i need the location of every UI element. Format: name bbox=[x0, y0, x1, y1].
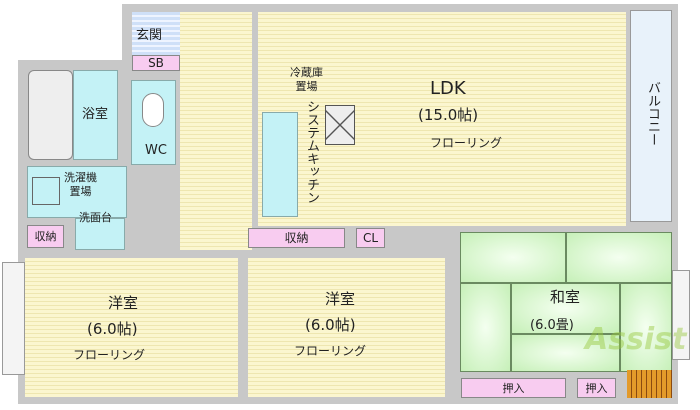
japanese-size: (6.0畳) bbox=[530, 318, 574, 333]
genkan-label: 玄関 bbox=[136, 28, 163, 43]
ldk-floor: フローリング bbox=[430, 136, 503, 150]
ldk-size: (15.0帖) bbox=[418, 106, 479, 124]
ldk bbox=[258, 12, 626, 226]
shoe-box: SB bbox=[132, 55, 180, 71]
bathroom: 浴室 bbox=[73, 70, 118, 160]
western-mid-size: (6.0帖) bbox=[305, 316, 356, 334]
kitchen-label: システムキッチン bbox=[304, 100, 319, 204]
western-left-floor: フローリング bbox=[73, 348, 146, 362]
ventilation-icon bbox=[325, 105, 355, 145]
washstand: 洗面台 bbox=[75, 211, 125, 250]
tatami bbox=[620, 283, 672, 372]
tatami bbox=[460, 232, 566, 283]
genkan: 玄関 bbox=[132, 12, 180, 55]
bathtub bbox=[28, 70, 73, 160]
closet: CL bbox=[356, 228, 385, 248]
bath-label: 浴室 bbox=[82, 107, 109, 122]
wc-label: WC bbox=[145, 143, 167, 158]
window-right bbox=[672, 270, 690, 360]
window-left bbox=[2, 262, 25, 375]
western-room-left bbox=[25, 258, 238, 397]
washer-icon bbox=[32, 177, 60, 205]
western-room-mid bbox=[248, 258, 445, 397]
washstand-label: 洗面台 bbox=[79, 211, 112, 224]
balcony: バルコニー bbox=[630, 10, 672, 222]
storage-mid: 収納 bbox=[248, 228, 345, 248]
ldk-label: LDK bbox=[430, 78, 466, 99]
western-left-label: 洋室 bbox=[108, 294, 139, 312]
oshiire-1: 押入 bbox=[461, 378, 566, 398]
western-mid-label: 洋室 bbox=[325, 290, 356, 308]
tatami bbox=[460, 283, 511, 372]
tatami bbox=[511, 283, 620, 334]
floor-step bbox=[627, 370, 672, 398]
tatami bbox=[511, 334, 620, 372]
laundry-label: 洗濯機 置場 bbox=[64, 171, 97, 198]
japanese-room: 和室 (6.0畳) bbox=[460, 232, 672, 372]
watermark-logo: Assist bbox=[585, 322, 687, 357]
storage-left: 収納 bbox=[27, 225, 64, 248]
fridge-label: 冷蔵庫 置場 bbox=[290, 66, 323, 93]
wc: WC bbox=[131, 80, 176, 165]
hallway bbox=[180, 12, 252, 250]
laundry-area: 洗濯機 置場 bbox=[27, 166, 127, 218]
oshiire-2: 押入 bbox=[577, 378, 616, 398]
western-left-size: (6.0帖) bbox=[87, 320, 138, 338]
balcony-label: バルコニー bbox=[645, 81, 660, 146]
western-mid-floor: フローリング bbox=[294, 344, 367, 358]
kitchen-counter bbox=[262, 112, 298, 217]
tatami bbox=[566, 232, 672, 283]
japanese-label: 和室 bbox=[550, 288, 581, 306]
toilet-icon bbox=[142, 93, 164, 127]
